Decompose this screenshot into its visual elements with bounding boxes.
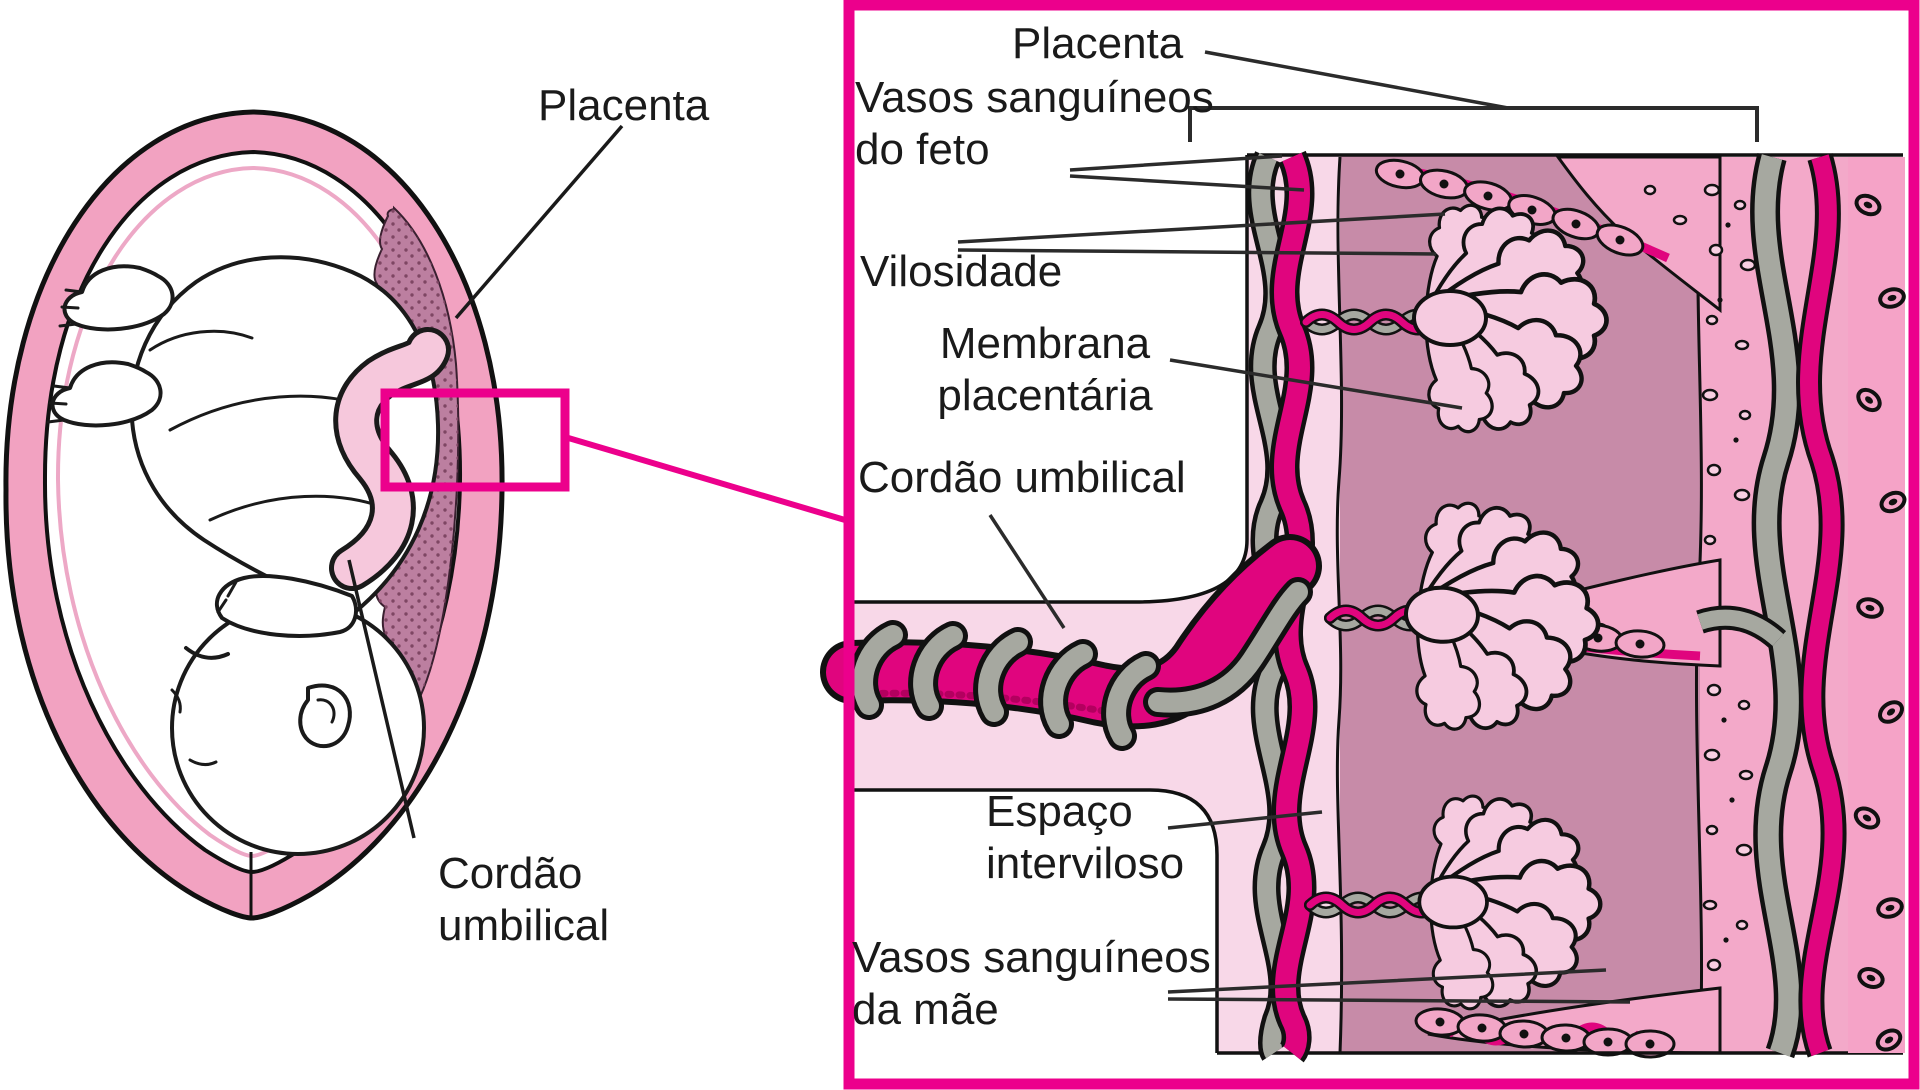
- fetus-body: [129, 255, 441, 614]
- placenta-bracket: [1188, 106, 1759, 142]
- fetus-ear: [298, 683, 352, 748]
- magnified-panel: [820, 0, 1920, 1090]
- fetus-arm: [215, 574, 358, 638]
- umbilical-cord-overview: [329, 327, 451, 591]
- fetal-vessel-artery: [1269, 150, 1318, 1063]
- label-line: umbilical: [438, 901, 610, 950]
- fetus-eye: [184, 646, 230, 660]
- label-placenta-left: Placenta: [538, 81, 710, 130]
- label-line: Cordão: [438, 849, 583, 898]
- label-line: placentária: [937, 371, 1153, 420]
- panel-border: [843, 0, 1920, 1090]
- label-intervillous-space: Espaço interviloso: [986, 786, 1184, 890]
- leader-line-placenta-left: [454, 124, 624, 320]
- chorionic-plate: [854, 155, 1340, 1053]
- leader-line-intervillous: [1167, 810, 1323, 830]
- fetus-head: [170, 600, 426, 856]
- uterus-overview: [3, 109, 846, 921]
- fetus: [46, 255, 441, 856]
- label-umbilical-cord-left: Cordão umbilical: [438, 848, 609, 952]
- label-line: da mãe: [852, 985, 999, 1034]
- label-umbilical-cord-right: Cordão umbilical: [858, 453, 1186, 502]
- label-villus: Vilosidade: [860, 247, 1063, 296]
- label-line: Espaço: [986, 787, 1133, 836]
- label-line: Vasos sanguíneos: [855, 73, 1214, 122]
- label-line: interviloso: [986, 839, 1185, 888]
- label-line: do feto: [855, 125, 990, 174]
- leader-line-maternal-vessels: [1167, 968, 1631, 1004]
- label-line: Membrana: [939, 319, 1151, 368]
- fetus-foot: [62, 264, 175, 332]
- leader-line-villus: [957, 212, 1446, 256]
- label-line: Vasos sanguíneos: [852, 933, 1211, 982]
- leader-line-fetal-vessels: [1069, 154, 1305, 192]
- label-placental-membrane: Membrana placentária: [900, 318, 1190, 422]
- label-fetal-vessels: Vasos sanguíneos do feto: [855, 72, 1214, 176]
- umbilical-cord-magnified: [820, 534, 1322, 751]
- maternal-vessel-artery: [1796, 153, 1847, 1058]
- leader-line-membrane: [1169, 358, 1463, 410]
- leader-line-cord-left: [347, 559, 416, 839]
- maternal-vessel-vein: [1696, 153, 1804, 1059]
- cord-spiral-vessel: [848, 577, 1313, 751]
- label-maternal-vessels: Vasos sanguíneos da mãe: [852, 932, 1211, 1036]
- leader-lines: [957, 50, 1759, 1004]
- zoom-connector-line: [564, 434, 846, 523]
- leader-line-placenta: [1204, 50, 1509, 110]
- label-placenta-right: Placenta: [1012, 19, 1184, 68]
- fetus-foot: [50, 360, 163, 428]
- maternal-blood-band: [1848, 157, 1907, 1053]
- leader-line-cord: [988, 514, 1066, 629]
